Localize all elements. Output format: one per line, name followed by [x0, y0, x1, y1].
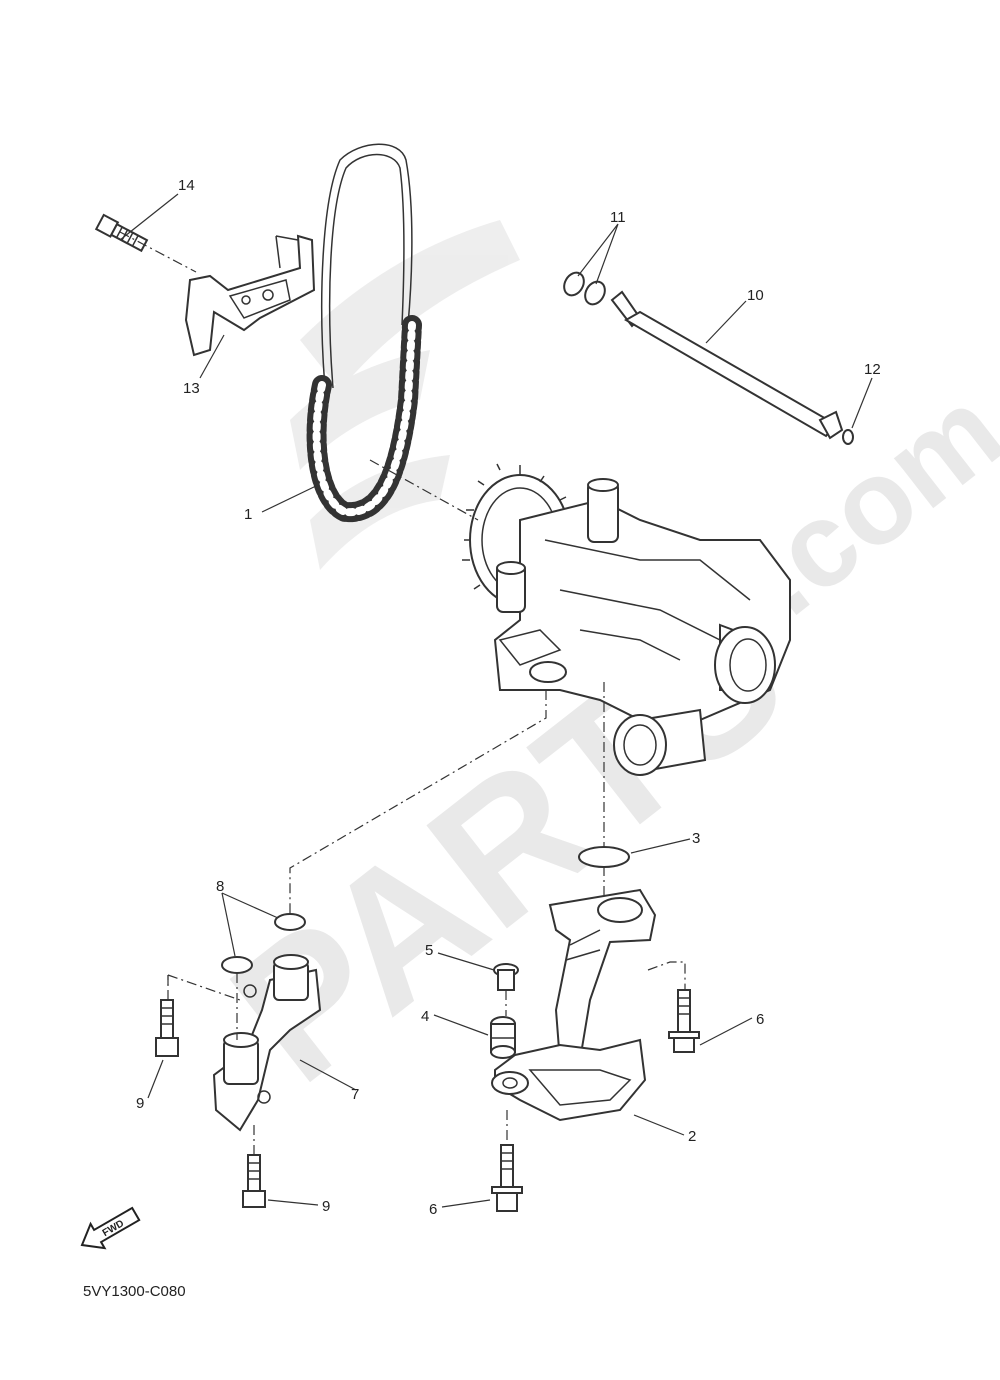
assembly-lines: [119, 231, 686, 1155]
part-o-rings-11: [563, 271, 606, 306]
callout-6-right: 6: [756, 1011, 764, 1028]
callout-8: 8: [216, 878, 224, 895]
callout-11: 11: [610, 209, 626, 226]
callouts: 14 13 1 11 10 12 3 5 4 6 2 6 8 7 9 9: [136, 177, 881, 1218]
part-shaft-10: [610, 290, 844, 440]
part-circlip-12: [842, 429, 854, 445]
part-bolt-14: [94, 213, 149, 253]
part-grommet-4: [490, 1016, 516, 1059]
callout-1: 1: [244, 506, 252, 523]
callout-13: 13: [183, 380, 200, 397]
callout-6-lower: 6: [429, 1201, 437, 1218]
part-chain-guide-13: [184, 234, 316, 357]
part-bolt-6-right: [668, 989, 700, 1053]
leader-lines: [119, 193, 873, 1208]
part-bolt-6-lower: [491, 1144, 523, 1212]
part-bolt-9-upper: [155, 999, 179, 1057]
part-oil-strainer-2: [491, 888, 657, 1122]
part-collar-5: [493, 963, 519, 991]
diagram-code: 5VY1300-C080: [83, 1283, 186, 1300]
pump-port: [498, 629, 567, 683]
callout-4: 4: [421, 1008, 429, 1025]
callout-2: 2: [688, 1128, 696, 1145]
pump-outlet-lower: [613, 708, 707, 776]
part-timing-chain-1: [306, 143, 422, 523]
pump-top-boss: [496, 478, 619, 613]
part-oil-pipe-7: [212, 954, 322, 1132]
callout-12: 12: [864, 361, 881, 378]
callout-9-upper: 9: [136, 1095, 144, 1112]
part-o-rings-8: [221, 913, 306, 974]
callout-14: 14: [178, 177, 195, 194]
forward-arrow-icon: FWD: [80, 1206, 141, 1250]
oil-pump-assembly: [462, 463, 791, 776]
part-bolt-9-lower: [242, 1154, 266, 1208]
callout-10: 10: [747, 287, 764, 304]
callout-9-lower: 9: [322, 1198, 330, 1215]
part-o-ring-3: [578, 846, 630, 868]
callout-3: 3: [692, 830, 700, 847]
callout-7: 7: [351, 1086, 359, 1103]
callout-5: 5: [425, 942, 433, 959]
pump-outlet-upper: [714, 623, 776, 704]
